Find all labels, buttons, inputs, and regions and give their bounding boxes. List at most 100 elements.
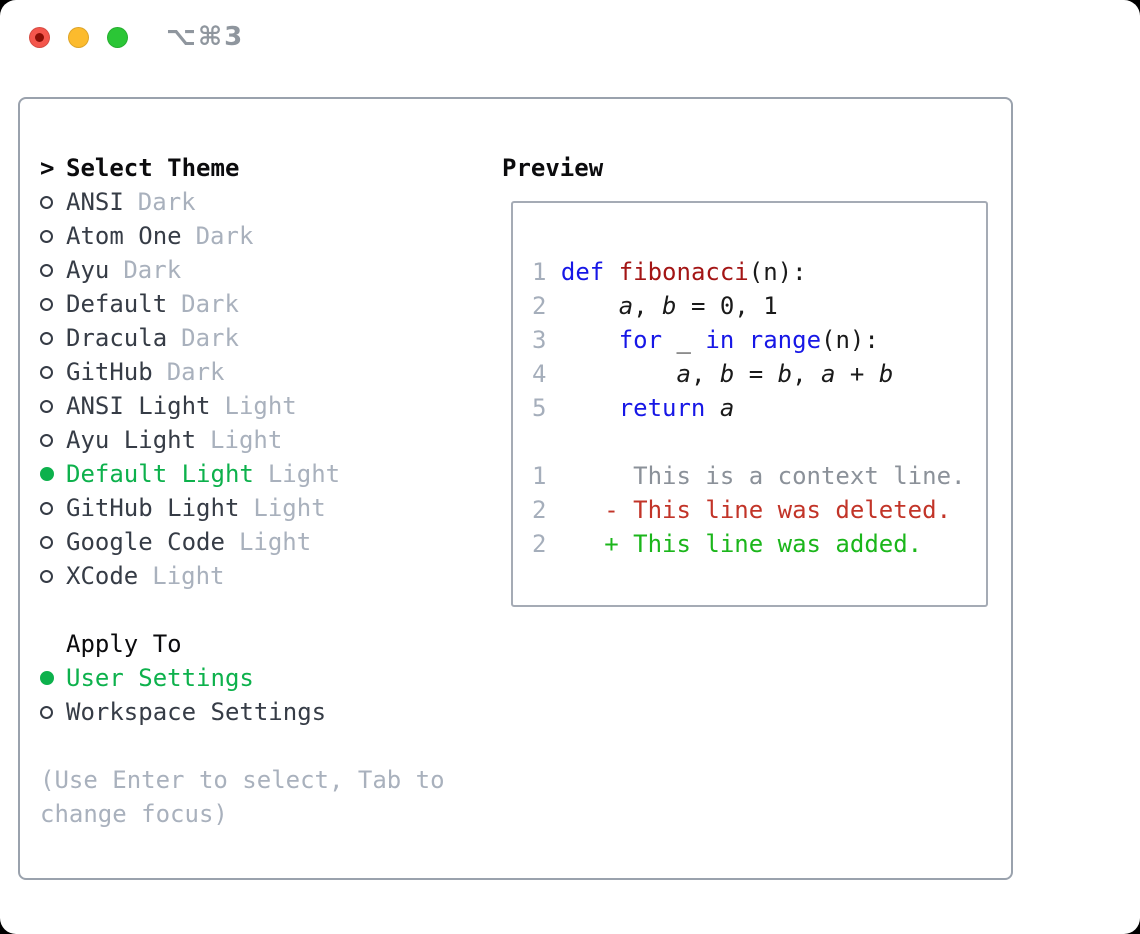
radio-cell	[40, 501, 66, 515]
theme-name: Atom One	[66, 222, 182, 250]
code-text: + This line was added.	[560, 530, 923, 558]
theme-variant-tag: Light	[267, 460, 341, 488]
theme-option[interactable]: Ayu Light Light	[40, 423, 445, 457]
radio-cell	[40, 263, 66, 277]
radio-icon	[40, 229, 53, 243]
help-line-2: change focus)	[40, 800, 228, 828]
zoom-button[interactable]	[107, 27, 128, 48]
radio-cell	[40, 569, 66, 583]
code-text: return a	[618, 394, 735, 422]
radio-icon	[40, 399, 53, 413]
minimize-button[interactable]	[68, 27, 89, 48]
code-line: 2 - This line was deleted.	[532, 493, 986, 527]
theme-option[interactable]: XCode Light	[40, 559, 445, 593]
theme-variant-tag: Dark	[195, 222, 254, 250]
code-line: 4 a, b = b, a + b	[532, 357, 986, 391]
radio-icon	[40, 705, 53, 719]
code-text: a, b = 0, 1	[618, 292, 778, 320]
theme-option[interactable]: GitHub Light Light	[40, 491, 445, 525]
theme-option[interactable]: Dracula Dark	[40, 321, 445, 355]
theme-variant-tag: Dark	[181, 324, 239, 352]
theme-variant-tag: Light	[238, 528, 312, 556]
radio-cell	[40, 535, 66, 549]
code-text: - This line was deleted.	[560, 496, 952, 524]
radio-cell	[40, 229, 66, 243]
code-line: 3 for _ in range(n):	[532, 323, 986, 357]
apply-to-option[interactable]: User Settings	[40, 661, 445, 695]
line-number: 2	[532, 292, 547, 320]
theme-variant-tag: Light	[152, 562, 225, 590]
line-number: 2	[532, 530, 547, 558]
radio-cell	[40, 433, 66, 447]
code-line: 5 return a	[532, 391, 986, 425]
select-theme-header: > Select Theme	[40, 151, 445, 185]
help-line-1: (Use Enter to select, Tab to	[40, 766, 445, 794]
radio-cell	[40, 705, 66, 719]
radio-cell	[40, 671, 66, 685]
line-number: 1	[532, 462, 547, 490]
radio-cell	[40, 331, 66, 345]
code-text: This is a context line.	[560, 462, 966, 490]
theme-option[interactable]: GitHub Dark	[40, 355, 445, 389]
theme-variant-tag: Light	[224, 392, 297, 420]
apply-to-header: Apply To	[40, 627, 445, 661]
line-number: 5	[532, 394, 547, 422]
theme-option[interactable]: ANSI Dark	[40, 185, 445, 219]
theme-variant-tag: Light	[253, 494, 326, 522]
radio-cell	[40, 399, 66, 413]
line-number: 3	[532, 326, 547, 354]
theme-option[interactable]: Default Light Light	[40, 457, 445, 491]
close-button[interactable]	[29, 27, 50, 48]
theme-name: ANSI	[66, 188, 124, 216]
theme-name: Ayu Light	[66, 426, 197, 454]
apply-to-title: Apply To	[66, 630, 182, 658]
apply-to-name: User Settings	[66, 664, 254, 692]
theme-option[interactable]: Default Dark	[40, 287, 445, 321]
radio-icon	[40, 331, 53, 345]
radio-icon	[40, 535, 53, 549]
theme-name: Default	[66, 290, 168, 318]
theme-variant-tag: Light	[210, 426, 283, 454]
apply-to-options-list: User Settings Workspace Settings	[40, 661, 445, 729]
help-text: (Use Enter to select, Tab to change focu…	[40, 763, 445, 831]
theme-options-list: ANSI Dark Atom One Dark Ayu Dark Default…	[40, 185, 445, 593]
apply-to-name: Workspace Settings	[66, 698, 327, 726]
code-line: 2 a, b = 0, 1	[532, 289, 986, 323]
theme-variant-tag: Dark	[181, 290, 239, 318]
theme-option[interactable]: Ayu Dark	[40, 253, 445, 287]
radio-cell	[40, 195, 66, 209]
code-text: a, b = b, a + b	[676, 360, 894, 388]
theme-name: Default Light	[66, 460, 254, 488]
theme-option[interactable]: Atom One Dark	[40, 219, 445, 253]
keyboard-shortcut-label: ⌥⌘3	[166, 22, 245, 52]
apply-to-option[interactable]: Workspace Settings	[40, 695, 445, 729]
radio-icon	[40, 501, 53, 515]
theme-name: GitHub Light	[66, 494, 240, 522]
theme-variant-tag: Dark	[123, 256, 182, 284]
code-text: def fibonacci(n):	[560, 258, 807, 286]
theme-name: Google Code	[66, 528, 225, 556]
diff-preview: 1 This is a context line. 2 - This line …	[513, 459, 986, 561]
theme-name: Ayu	[66, 256, 110, 284]
code-text: for _ in range(n):	[618, 326, 879, 354]
theme-option[interactable]: Google Code Light	[40, 525, 445, 559]
theme-variant-tag: Dark	[137, 188, 196, 216]
radio-icon	[40, 297, 53, 311]
code-line: 2 + This line was added.	[532, 527, 986, 561]
theme-option[interactable]: ANSI Light Light	[40, 389, 445, 423]
theme-name: Dracula	[66, 324, 168, 352]
theme-variant-tag: Dark	[166, 358, 225, 386]
select-theme-title: Select Theme	[66, 154, 240, 182]
theme-name: ANSI Light	[66, 392, 211, 420]
radio-icon	[40, 569, 53, 583]
radio-icon	[40, 467, 54, 481]
line-number: 2	[532, 496, 547, 524]
radio-cell	[40, 297, 66, 311]
radio-cell	[40, 365, 66, 379]
radio-icon	[40, 433, 53, 447]
window-controls	[29, 27, 128, 48]
